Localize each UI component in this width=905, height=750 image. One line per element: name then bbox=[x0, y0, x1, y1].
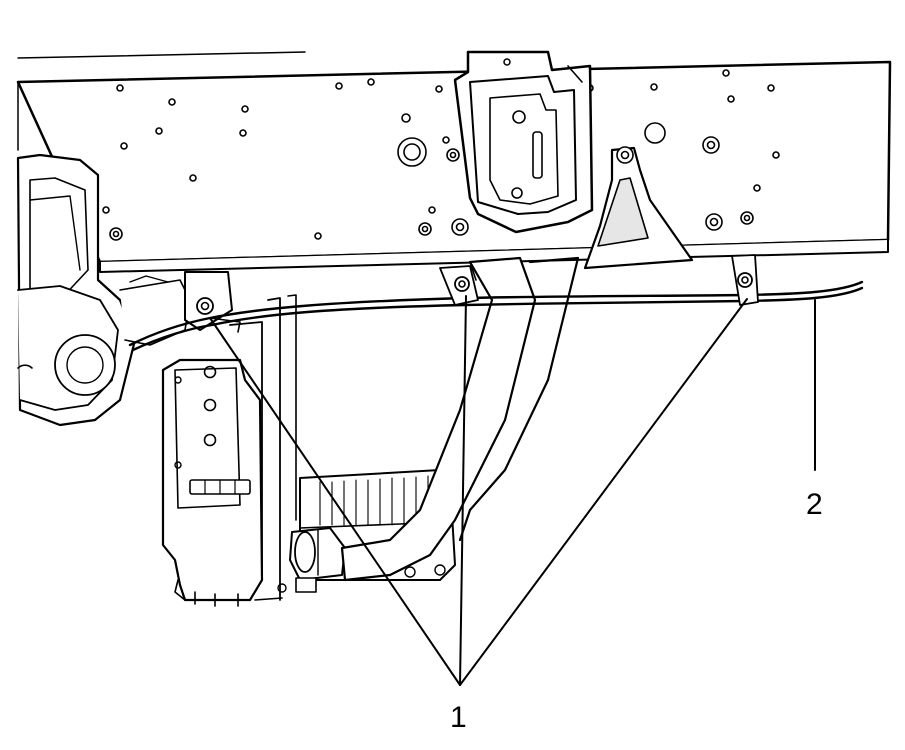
clamp-tab-right bbox=[731, 254, 759, 306]
callout-leaders bbox=[209, 295, 816, 686]
charge-air-pipe bbox=[340, 256, 580, 582]
mounting-bracket bbox=[453, 50, 594, 234]
clamp-tab-left bbox=[196, 297, 241, 333]
hose-connector bbox=[277, 527, 346, 593]
callout-label-2: 2 bbox=[806, 488, 823, 521]
side-panel bbox=[161, 271, 297, 607]
frame-rail bbox=[16, 51, 892, 273]
frame-gusset bbox=[583, 146, 694, 270]
clamp-tab-center bbox=[439, 265, 479, 306]
engine-housing bbox=[16, 153, 191, 427]
callout-label-1: 1 bbox=[450, 701, 467, 734]
frame-holes bbox=[102, 69, 780, 240]
